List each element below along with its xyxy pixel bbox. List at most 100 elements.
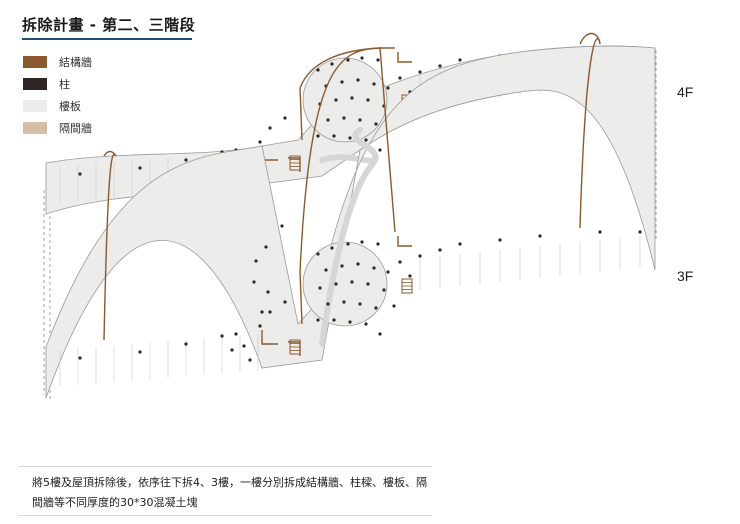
column <box>248 358 252 362</box>
column <box>326 118 330 122</box>
column <box>382 288 386 292</box>
column <box>348 136 352 140</box>
column <box>258 324 262 328</box>
column <box>332 318 336 322</box>
legend-label: 樓板 <box>59 100 81 113</box>
column <box>346 58 350 62</box>
column <box>378 332 382 336</box>
column <box>350 280 354 284</box>
floor-plan-3f <box>45 38 656 399</box>
column <box>252 280 256 284</box>
legend-item-structural-wall: 結構牆 <box>23 51 92 73</box>
column <box>326 302 330 306</box>
structural-wall <box>103 153 117 341</box>
column <box>372 266 376 270</box>
column <box>280 224 284 228</box>
column <box>283 116 287 120</box>
structural-wall <box>261 330 278 345</box>
column <box>184 158 188 162</box>
column <box>386 86 390 90</box>
column <box>438 64 442 68</box>
column <box>358 118 362 122</box>
structural-wall-curve <box>299 47 396 273</box>
column <box>230 348 234 352</box>
column <box>324 268 328 272</box>
column <box>340 80 344 84</box>
column <box>364 138 368 142</box>
column <box>366 282 370 286</box>
structural-wall <box>299 271 303 325</box>
column <box>332 134 336 138</box>
structural-wall <box>397 236 412 247</box>
column <box>342 116 346 120</box>
column <box>538 234 542 238</box>
column <box>260 310 264 314</box>
legend-swatch-slab <box>23 100 47 112</box>
column <box>268 310 272 314</box>
structural-wall <box>397 52 412 63</box>
column <box>378 148 382 152</box>
column <box>364 322 368 326</box>
column <box>356 262 360 266</box>
column <box>392 304 396 308</box>
column <box>330 62 334 66</box>
column <box>374 122 378 126</box>
column <box>376 242 380 246</box>
column <box>458 242 462 246</box>
column <box>498 238 502 242</box>
legend: 結構牆 柱 樓板 隔間牆 <box>23 51 92 139</box>
column <box>638 230 642 234</box>
column <box>342 300 346 304</box>
page-title: 拆除計畫 - 第二、三階段 <box>22 16 196 34</box>
column <box>78 356 82 360</box>
legend-item-column: 柱 <box>23 73 92 95</box>
column <box>266 290 270 294</box>
column <box>283 300 287 304</box>
structural-wall <box>579 38 601 229</box>
column <box>350 96 354 100</box>
floor-plan-drawing <box>43 32 657 400</box>
column <box>138 350 142 354</box>
legend-item-slab: 樓板 <box>23 95 92 117</box>
column <box>78 172 82 176</box>
title-underline <box>22 38 192 40</box>
column <box>598 230 602 234</box>
column <box>360 240 364 244</box>
column <box>334 98 338 102</box>
legend-swatch-partition <box>23 122 47 134</box>
legend-label: 隔間牆 <box>59 122 92 135</box>
central-lobby-slab <box>302 57 388 143</box>
column <box>318 286 322 290</box>
column <box>138 166 142 170</box>
column <box>374 306 378 310</box>
column <box>268 126 272 130</box>
column <box>366 98 370 102</box>
floor-label-3f: 3F <box>677 268 694 284</box>
column <box>316 318 320 322</box>
column <box>358 302 362 306</box>
column <box>408 274 412 278</box>
column <box>356 78 360 82</box>
column <box>418 254 422 258</box>
column <box>398 76 402 80</box>
floor-label-4f: 4F <box>677 84 694 100</box>
column <box>330 246 334 250</box>
column <box>398 260 402 264</box>
column <box>184 342 188 346</box>
column <box>340 264 344 268</box>
column <box>348 320 352 324</box>
column <box>220 334 224 338</box>
legend-item-partition: 隔間牆 <box>23 117 92 139</box>
legend-label: 柱 <box>59 78 70 91</box>
structural-wall <box>299 87 303 141</box>
column <box>316 68 320 72</box>
column <box>386 270 390 274</box>
column <box>418 70 422 74</box>
column <box>346 242 350 246</box>
column <box>258 140 262 144</box>
column <box>264 245 268 249</box>
legend-swatch-column <box>23 78 47 90</box>
caption-box: 將5樓及屋頂拆除後，依序往下拆4、3樓，一樓分別拆成結構牆、柱樑、樓板、隔間牆等… <box>18 466 432 516</box>
column <box>360 56 364 60</box>
column <box>334 282 338 286</box>
